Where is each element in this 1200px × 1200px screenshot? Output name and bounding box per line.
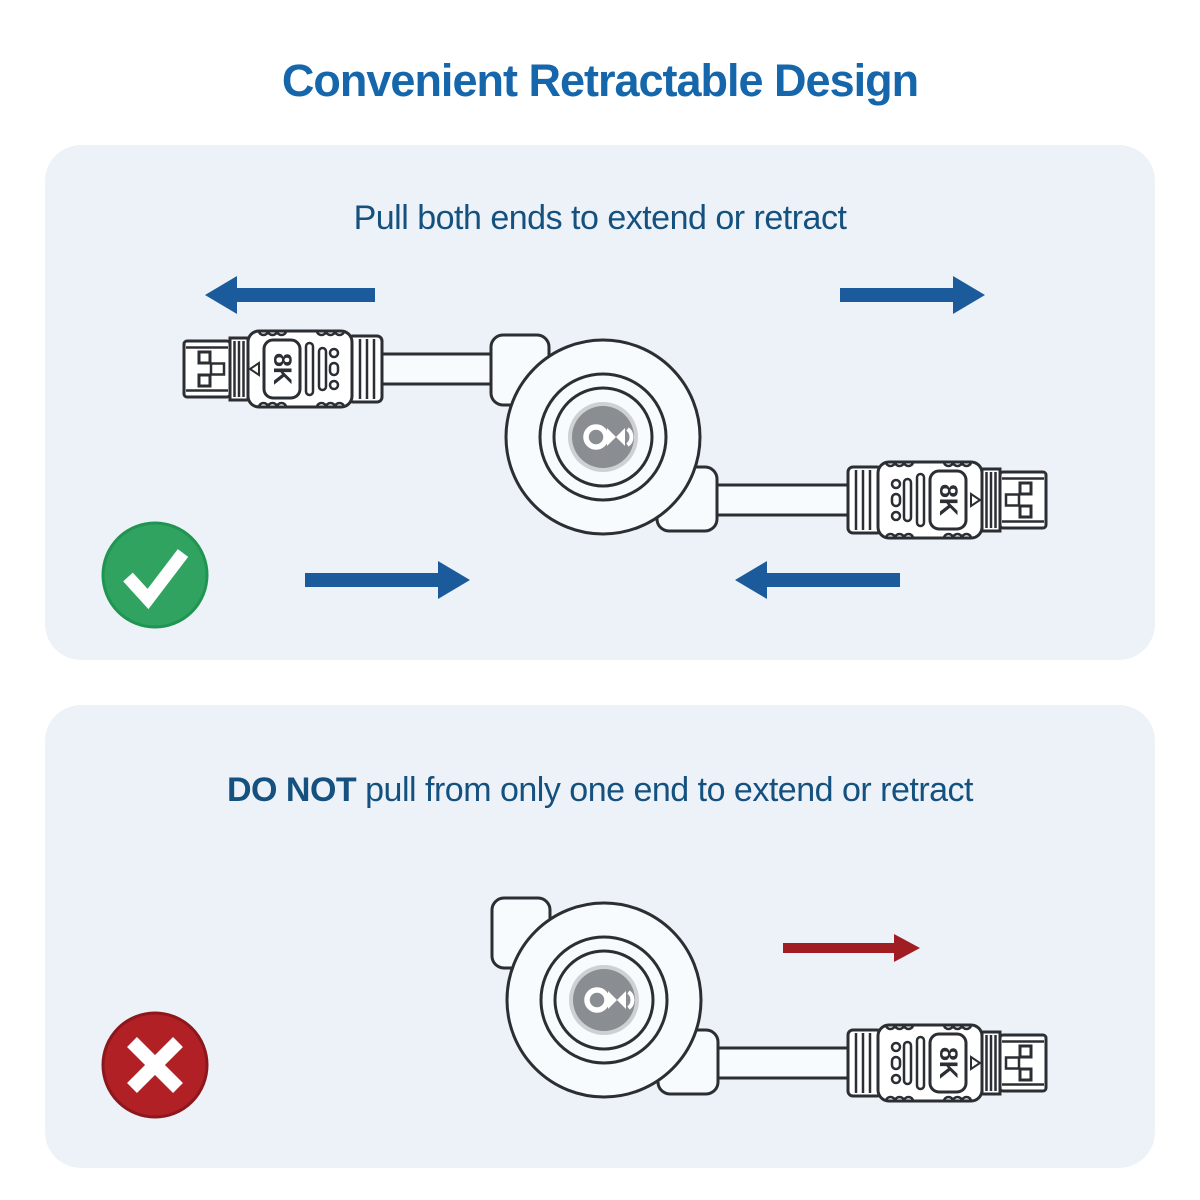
cable-reel bbox=[491, 335, 717, 534]
panel-correct-heading: Pull both ends to extend or retract bbox=[45, 199, 1155, 238]
page-title: Convenient Retractable Design bbox=[281, 55, 919, 106]
arrow-right-red-icon bbox=[783, 934, 920, 962]
connector-label-8k: 8K bbox=[268, 353, 296, 385]
check-icon bbox=[101, 521, 209, 629]
cable-reel bbox=[492, 898, 718, 1097]
panel-incorrect-heading-text: pull from only one end to extend or retr… bbox=[356, 771, 973, 809]
arrow-right-icon bbox=[840, 276, 985, 314]
x-icon bbox=[101, 1011, 209, 1119]
arrow-right-icon bbox=[305, 561, 470, 599]
arrow-left-icon bbox=[735, 561, 900, 599]
connector-label-8k: 8K bbox=[934, 1047, 962, 1079]
correct-usage-illustration: 8K 8K bbox=[101, 276, 1048, 629]
arrow-left-icon bbox=[205, 276, 375, 314]
connector-label-8k: 8K bbox=[934, 484, 962, 516]
panel-correct-heading-text: Pull both ends to extend or retract bbox=[353, 199, 847, 237]
panel-incorrect: 8K DO NOT pull from only one end to exte… bbox=[45, 705, 1155, 1168]
panel-incorrect-heading: DO NOT pull from only one end to extend … bbox=[45, 771, 1155, 810]
panel-correct: 8K 8K Pull both ends to extend or retrac… bbox=[45, 145, 1155, 660]
panel-incorrect-heading-emphasis: DO NOT bbox=[226, 771, 357, 809]
incorrect-usage-illustration: 8K bbox=[101, 705, 1048, 1119]
